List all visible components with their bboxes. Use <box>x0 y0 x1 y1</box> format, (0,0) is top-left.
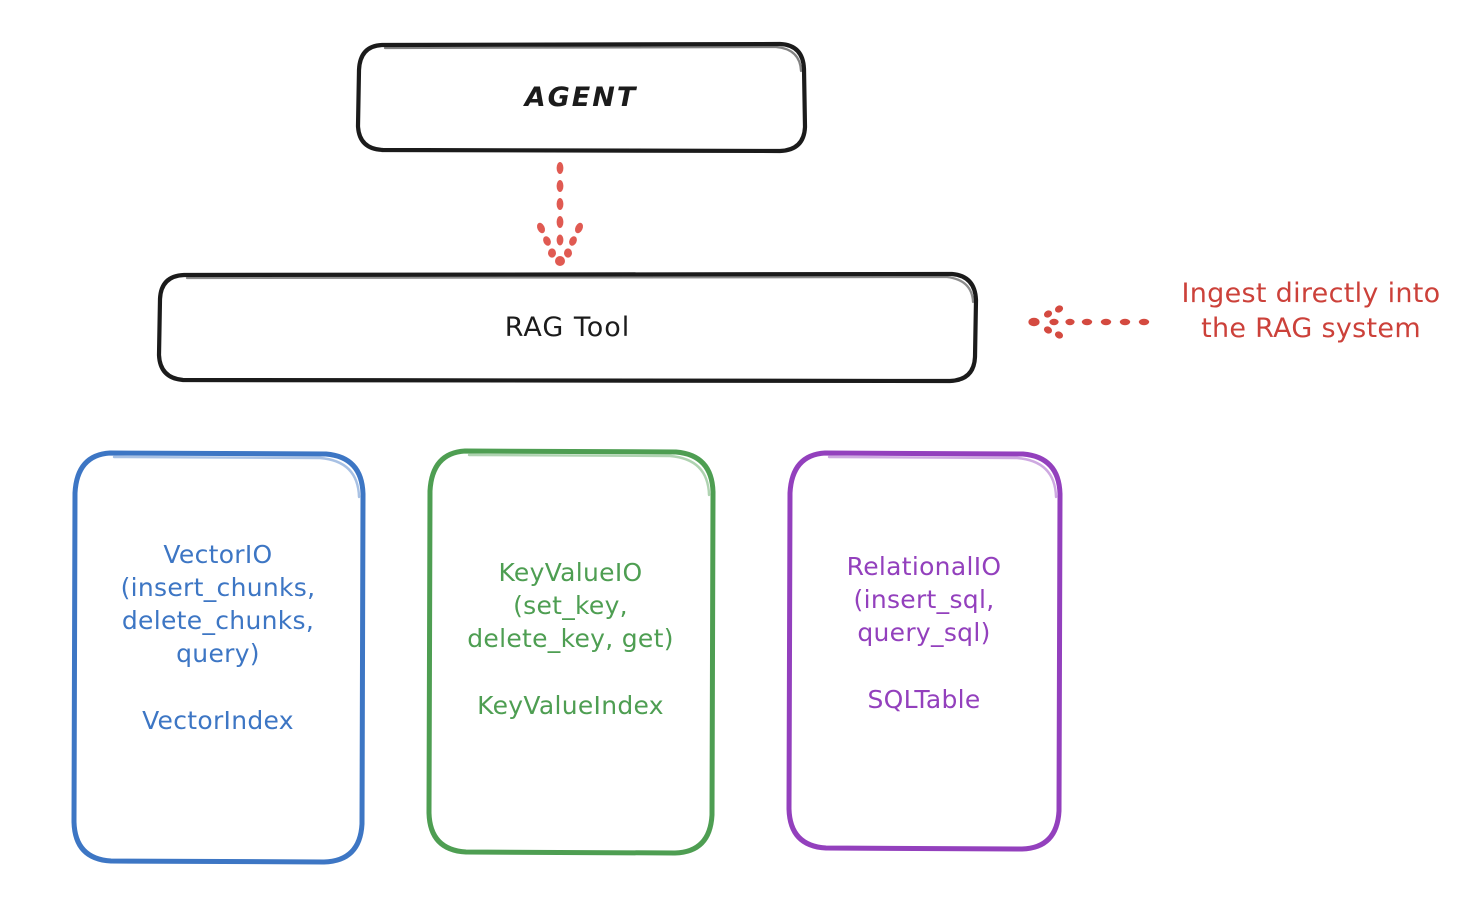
rag-tool-node[interactable]: RAG Tool <box>156 271 979 384</box>
key-value-io-node-border <box>426 448 716 856</box>
agent-node-label: AGENT <box>524 82 638 113</box>
rag-tool-node-label: RAG Tool <box>504 312 631 343</box>
key-value-io-node[interactable]: KeyValueIO (set_key, delete_key, get) Ke… <box>425 448 716 857</box>
agent-node[interactable]: AGENT <box>355 41 808 154</box>
vector-io-node-border <box>71 450 366 865</box>
vector-io-node[interactable]: VectorIO (insert_chunks, delete_chunks, … <box>70 450 366 866</box>
rag-tool-node-border <box>156 271 979 384</box>
relational-io-api-label: RelationalIO (insert_sql, query_sql) <box>846 552 1002 647</box>
ingest-annotation-text: Ingest directly into the RAG system <box>1181 278 1441 344</box>
agent-to-rag-dotted-arrow <box>536 162 584 266</box>
vector-io-api-label: VectorIO (insert_chunks, delete_chunks, … <box>120 540 316 668</box>
key-value-io-index-label: KeyValueIndex <box>477 691 664 720</box>
vector-io-index-label: VectorIndex <box>142 706 294 735</box>
agent-node-border <box>355 41 808 154</box>
relational-io-node-border <box>786 450 1063 852</box>
ingest-dotted-arrow <box>1028 305 1150 339</box>
relational-io-node[interactable]: RelationalIO (insert_sql, query_sql) SQL… <box>785 450 1063 853</box>
key-value-io-api-label: KeyValueIO (set_key, delete_key, get) <box>467 558 674 653</box>
relational-io-index-label: SQLTable <box>867 685 981 714</box>
